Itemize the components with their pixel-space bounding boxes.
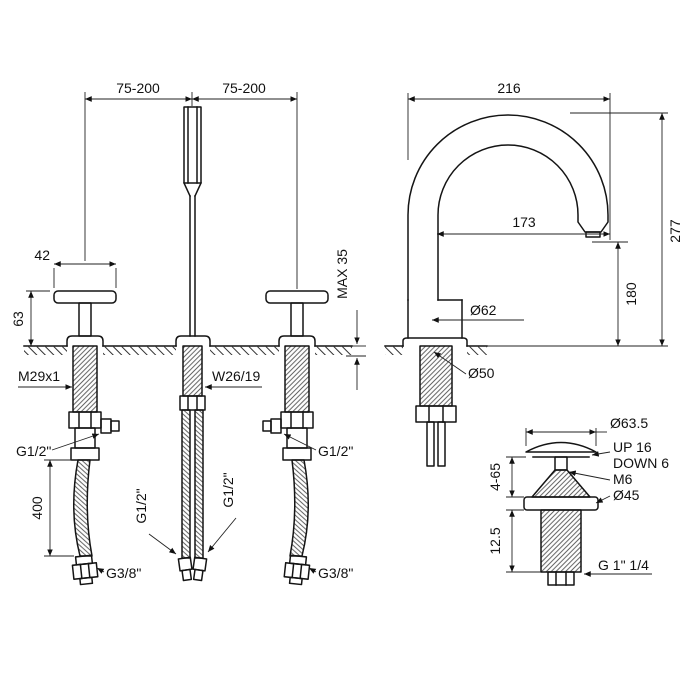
dim-outlet-reach-label: 173 xyxy=(512,214,536,230)
base-diameter-label: Ø50 xyxy=(468,365,495,381)
spout-side xyxy=(402,114,609,347)
callout-valve-outlet-left: G1/2" xyxy=(16,433,100,459)
valve-left xyxy=(68,345,120,586)
countertop-front xyxy=(23,345,353,355)
spout-connection xyxy=(177,345,208,582)
drain-view: Ø63.5 UP 16 DOWN 6 M6 Ø45 4-65 12.5 G 1"… xyxy=(487,415,669,586)
dim-handle-spacing xyxy=(84,92,298,289)
spout-hose-right-label: G1/2" xyxy=(220,472,236,507)
up-travel-label: UP 16 xyxy=(613,439,652,455)
hose-end-right xyxy=(283,554,311,586)
dim-spout-reach-label: 216 xyxy=(497,80,521,96)
dim-cap-diameter xyxy=(525,428,607,446)
hose-end-right-label: G3/8" xyxy=(318,565,353,581)
spout-front xyxy=(175,106,211,347)
dim-handle-height xyxy=(26,290,50,346)
body-diameter-label: Ø62 xyxy=(470,302,497,318)
callout-spout-hose-left: G1/2" xyxy=(133,488,177,555)
dim-deck-range xyxy=(506,456,526,498)
dim-deck-max-label: MAX 35 xyxy=(334,249,350,299)
leader-travel xyxy=(591,451,611,457)
front-view: 75-200 75-200 4 xyxy=(10,80,366,586)
hose-end-left xyxy=(71,554,99,586)
callout-handle-thread: M29x1 xyxy=(18,368,72,390)
callout-valve-outlet-right: G1/2" xyxy=(283,433,353,459)
dim-spacing-left-label: 75-200 xyxy=(116,80,160,96)
dim-body-offset-label: 12.5 xyxy=(487,527,503,554)
drain-body xyxy=(523,441,599,586)
leader-flange-diameter xyxy=(595,495,611,504)
flange-diameter-label: Ø45 xyxy=(613,487,640,503)
spout-shank-side xyxy=(415,345,457,467)
handle-thread-label: M29x1 xyxy=(18,368,60,384)
screw-label: M6 xyxy=(613,471,633,487)
spout-hose-end-left xyxy=(177,556,193,582)
down-travel-label: DOWN 6 xyxy=(613,455,669,471)
spout-thread-label: W26/19 xyxy=(212,368,260,384)
valve-right xyxy=(262,345,314,586)
dim-spacing-right-label: 75-200 xyxy=(222,80,266,96)
dim-spout-reach xyxy=(407,93,611,240)
valve-outlet-right-label: G1/2" xyxy=(318,443,353,459)
callout-hose-end-left: G3/8" xyxy=(96,565,141,581)
dim-total-height-label: 277 xyxy=(667,219,683,243)
dim-cap-diameter-label: Ø63.5 xyxy=(610,415,648,431)
callout-spout-thread: W26/19 xyxy=(205,368,262,390)
dim-handle-width xyxy=(53,261,117,288)
dim-outlet-height-label: 180 xyxy=(623,282,639,306)
dim-deck-range-label: 4-65 xyxy=(487,463,503,491)
dim-handle-width-label: 42 xyxy=(34,247,50,263)
dim-hose-length xyxy=(44,459,74,557)
callout-body-diameter: Ø62 xyxy=(432,302,524,323)
dim-handle-height-label: 63 xyxy=(10,311,26,327)
dim-outlet-height xyxy=(592,241,628,346)
callout-hose-end-right: G3/8" xyxy=(308,565,353,581)
handle-left xyxy=(53,290,117,347)
hose-end-left-label: G3/8" xyxy=(106,565,141,581)
dim-deck-max xyxy=(346,310,366,390)
valve-outlet-left-label: G1/2" xyxy=(16,443,51,459)
leader-screw xyxy=(568,470,611,481)
side-view: 216 173 277 180 Ø62 Ø50 xyxy=(384,80,683,467)
countertop-side xyxy=(384,345,668,355)
callout-drain-thread: G 1" 1/4 xyxy=(584,557,652,577)
callout-spout-hose-right: G1/2" xyxy=(207,472,237,553)
drain-thread-label: G 1" 1/4 xyxy=(598,557,649,573)
dim-hose-length-label: 400 xyxy=(29,496,45,520)
handle-right xyxy=(265,290,329,347)
dim-body-offset xyxy=(506,509,541,573)
spout-hose-left-label: G1/2" xyxy=(133,488,149,523)
callout-base-diameter: Ø50 xyxy=(433,351,495,381)
spout-hose-end-right xyxy=(192,556,208,582)
dim-total-height xyxy=(570,112,668,346)
